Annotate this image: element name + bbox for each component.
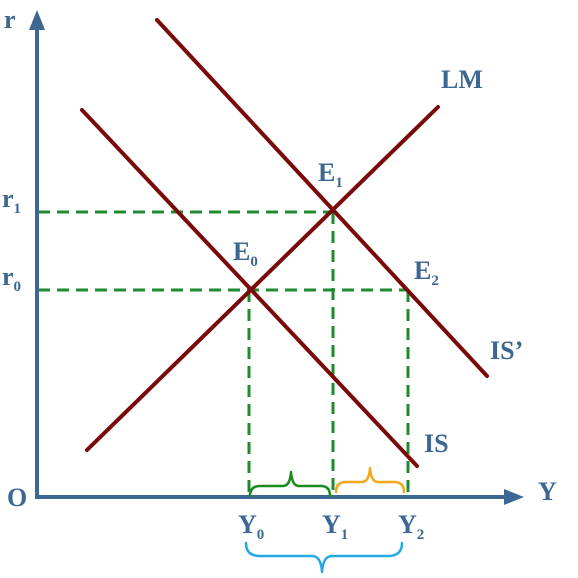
braces <box>244 466 406 574</box>
y2-tick-label: Y2 <box>398 510 424 543</box>
x-axis-arrow-icon <box>504 489 524 505</box>
is-shifted-curve <box>155 18 489 378</box>
y-axis-label: r <box>4 5 16 34</box>
brace-y0-y1 <box>248 470 332 498</box>
y0-tick-label: Y0 <box>238 510 264 543</box>
is-shifted-curve-label: IS’ <box>490 336 523 365</box>
brace-y0-y2 <box>244 541 404 574</box>
curves <box>80 18 489 468</box>
r0-tick-label: r0 <box>2 262 21 295</box>
point-e2-label: E2 <box>414 256 439 289</box>
point-e1-label: E1 <box>318 158 343 191</box>
r1-tick-label: r1 <box>2 184 21 217</box>
brace-y1-y2 <box>334 466 406 494</box>
point-e0-label: E0 <box>233 237 258 270</box>
is-curve <box>80 108 419 468</box>
lm-curve-label: LM <box>441 65 483 94</box>
y-axis-arrow-icon <box>29 10 45 30</box>
x-axis-label: Y <box>538 477 557 506</box>
axes <box>29 10 524 505</box>
guide-lines <box>38 210 410 496</box>
lm-curve <box>85 105 440 452</box>
is-curve-label: IS <box>424 429 449 458</box>
origin-label: O <box>7 483 27 512</box>
y1-tick-label: Y1 <box>322 510 348 543</box>
